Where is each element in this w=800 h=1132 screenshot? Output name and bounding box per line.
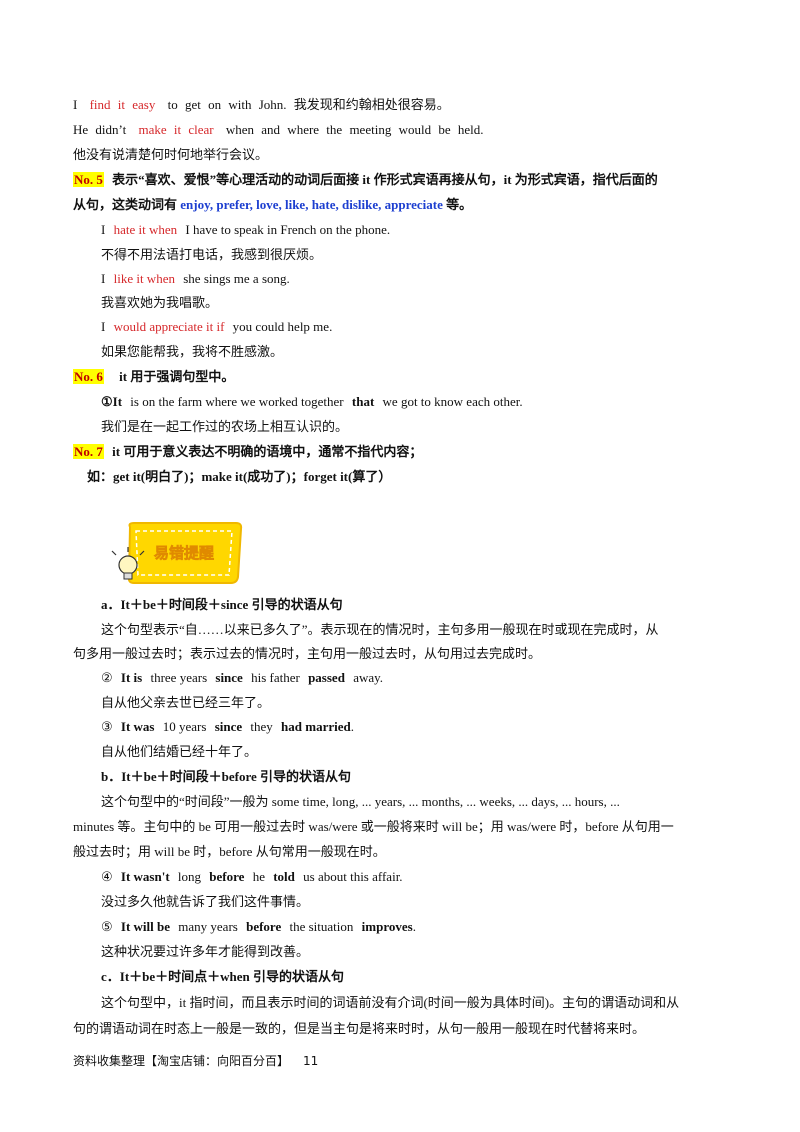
badge-graphic: 易错提醒 [111, 522, 243, 584]
section-c-title: c．It＋be＋时间点＋when 引导的状语从句 [101, 969, 345, 984]
rule-no7-examples: 如：get it(明白了)；make it(成功了)；forget it(算了） [87, 469, 392, 484]
rule-no7-heading: No. 7 it 可用于意义表达不明确的语境中，通常不指代内容； [73, 444, 423, 459]
page-footer: 资料收集整理【淘宝店铺：向阳百分百】 11 [73, 1053, 318, 1069]
example-appreciate-it: I would appreciate it if you could help … [101, 319, 333, 334]
example-like-it-translation: 我喜欢她为我唱歌。 [101, 295, 219, 310]
rule-number-badge: No. 6 [73, 369, 104, 384]
section-a-title: a．It＋be＋时间段＋since 引导的状语从句 [101, 597, 343, 612]
rule-number-badge: No. 5 [73, 172, 104, 187]
section-b-title: b．It＋be＋时间段＋before 引导的状语从句 [101, 769, 352, 784]
section-c-para-1: 这个句型中，it 指时间，而且表示时间的词语前没有介词(时间一般为具体时间)。主… [101, 995, 680, 1010]
section-b-example-2: ⑤ It will be many years before the situa… [101, 919, 416, 934]
section-b-example-1: ④ It wasn't long before he told us about… [101, 869, 403, 884]
example-appreciate-it-translation: 如果您能帮我，我将不胜感激。 [101, 344, 284, 359]
example-emphasis: ①It is on the farm where we worked toget… [101, 394, 523, 409]
example-hate-it: I hate it when I have to speak in French… [101, 222, 391, 237]
rule-no5-heading: No. 5 表示“喜欢、爱恨”等心理活动的动词后面接 it 作形式宾语再接从句，… [73, 172, 658, 187]
section-c-para-2: 句的谓语动词在时态上一般是一致的，但是当主句是将来时时，从句一般用一般现在时代替… [73, 1021, 646, 1036]
section-a-example-2-translation: 自从他们结婚已经十年了。 [101, 744, 258, 759]
error-alert-badge: 易错提醒 [108, 521, 244, 591]
example-hate-it-translation: 不得不用法语打电话，我感到很厌烦。 [101, 247, 323, 262]
example-line-1: I find it easy to get on with John. 我发现和… [73, 97, 450, 112]
footer-source: 资料收集整理【淘宝店铺：向阳百分百】 [73, 1054, 290, 1068]
section-b-example-2-translation: 这种状况要过许多年才能得到改善。 [101, 944, 310, 959]
section-a-para-2: 句多用一般过去时；表示过去的情况时，主句用一般过去时，从句用过去完成时。 [73, 646, 542, 661]
rule-number-badge: No. 7 [73, 444, 104, 459]
example-like-it: I like it when she sings me a song. [101, 271, 290, 286]
example-line-2-translation: 他没有说清楚何时何地举行会议。 [73, 147, 269, 162]
section-b-para-1: 这个句型中的“时间段”一般为 some time, long, ... year… [101, 794, 620, 809]
verb-list: enjoy, prefer, love, like, hate, dislike… [180, 197, 443, 212]
rule-no5-heading-cont: 从句，这类动词有 enjoy, prefer, love, like, hate… [73, 197, 473, 212]
page-number: 11 [303, 1054, 319, 1068]
rule-no6-heading: No. 6 it 用于强调句型中。 [73, 369, 235, 384]
section-a-para-1: 这个句型表示“自……以来已多久了”。表示现在的情况时，主句多用一般现在时或现在完… [101, 622, 659, 637]
example-emphasis-translation: 我们是在一起工作过的农场上相互认识的。 [101, 419, 349, 434]
section-a-example-1-translation: 自从他父亲去世已经三年了。 [101, 695, 271, 710]
lightbulb-icon [111, 547, 145, 580]
section-a-example-2: ③ It was 10 years since they had married… [101, 719, 354, 734]
badge-label: 易错提醒 [154, 544, 214, 562]
section-b-example-1-translation: 没过多久他就告诉了我们这件事情。 [101, 894, 310, 909]
example-line-2: He didn’t make it clear when and where t… [73, 122, 484, 137]
section-b-para-3: 般过去时；用 will be 时，before 从句常用一般现在时。 [73, 844, 386, 859]
section-b-para-2: minutes 等。主句中的 be 可用一般过去时 was/were 或一般将来… [73, 819, 674, 834]
section-a-example-1: ② It is three years since his father pas… [101, 670, 384, 685]
